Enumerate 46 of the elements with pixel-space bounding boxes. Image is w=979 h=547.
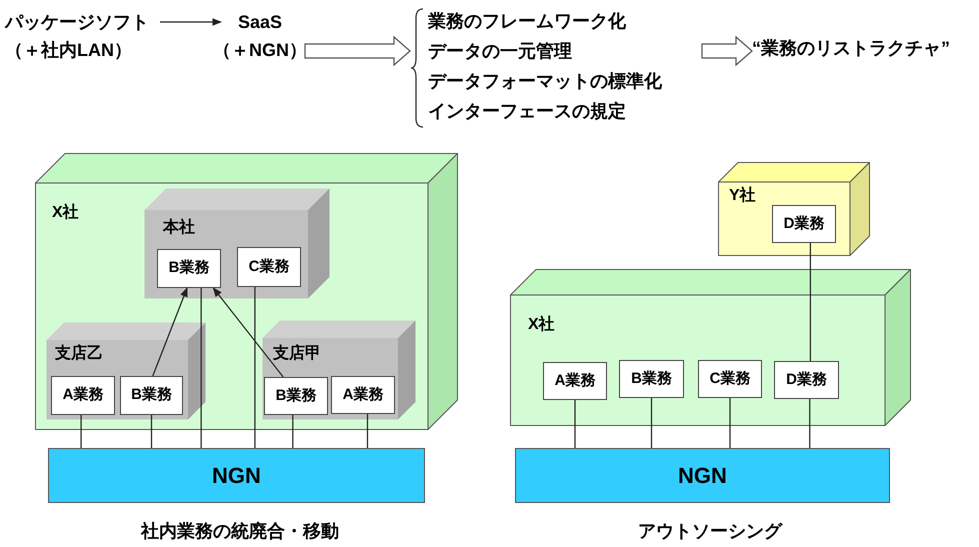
task-box: B業務 [619,360,684,398]
task-box: D業務 [774,361,839,399]
list-item: 業務のフレームワーク化 [428,10,627,33]
network-bar: NGN [48,448,425,503]
list-item: データの一元管理 [428,40,573,63]
connector-line [254,287,256,448]
block-title: X社 [528,315,555,335]
list-item: データフォーマットの標準化 [428,70,662,93]
connector-line [810,243,811,361]
caption-text: アウトソーシング [637,520,784,543]
block-title: 支店甲 [273,344,321,364]
connector-line [729,398,731,448]
list-item: インターフェースの規定 [428,100,627,123]
task-box: B業務 [120,376,183,415]
task-box: D業務 [772,205,836,243]
block-arrow [701,36,753,66]
task-box: B業務 [264,377,328,415]
heading-text: SaaS [238,11,282,34]
connector-line [200,288,202,448]
task-box: C業務 [237,247,301,287]
result-text: “業務のリストラクチャ” [752,37,950,60]
block-title: 支店乙 [55,344,103,364]
arrow [160,18,222,26]
task-box: A業務 [331,376,395,414]
block-title: 本社 [163,218,195,238]
connector-line [292,415,294,448]
connector-line [366,414,368,448]
arrow [212,287,284,378]
task-box: B業務 [157,249,221,288]
block-arrow [304,36,411,66]
heading-text: （＋社内LAN） [5,39,132,62]
connector-line [809,399,810,448]
arrow [152,287,188,376]
heading-text: （＋NGN） [213,39,307,62]
caption-text: 社内業務の統廃合・移動 [140,520,340,543]
block-title: Y社 [729,186,756,206]
heading-text: パッケージソフト [5,11,149,34]
connector-line [650,398,652,448]
connector-line [574,400,576,448]
task-box: C業務 [698,360,762,398]
connector-line [80,415,82,448]
connector-line [150,415,152,448]
network-bar: NGN [515,448,890,503]
block-title: X社 [52,203,79,223]
task-box: A業務 [543,362,607,400]
task-box: A業務 [51,376,115,415]
